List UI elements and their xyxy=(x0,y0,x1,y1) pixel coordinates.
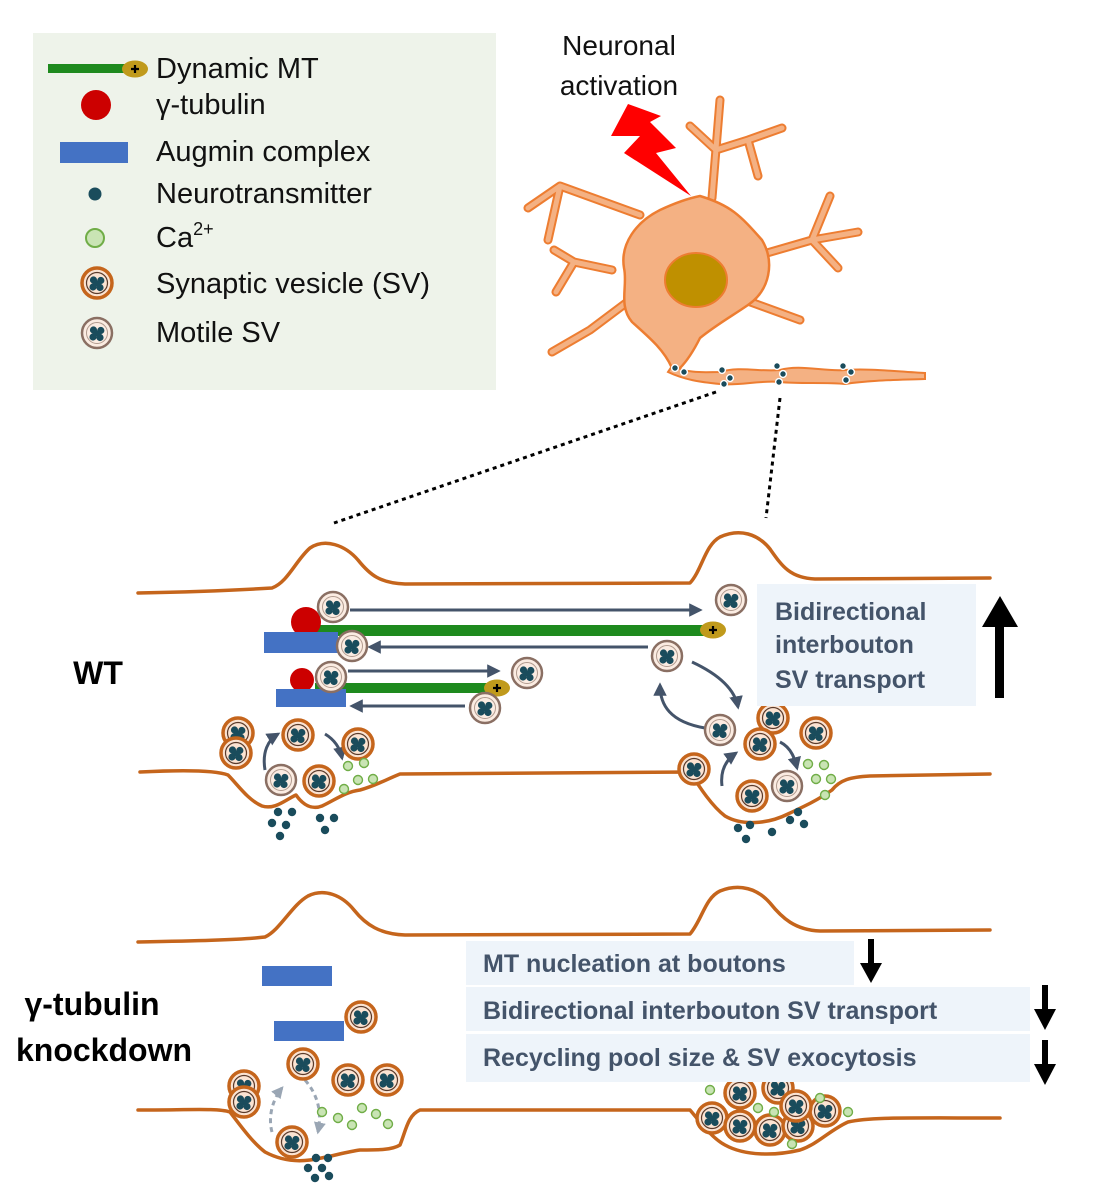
augmin-complex-icon xyxy=(60,142,128,163)
wt-augmin-2 xyxy=(276,689,346,707)
kd-effect-row-1-bg xyxy=(466,941,854,985)
wt-panel: WT xyxy=(73,531,1018,844)
wt-membrane-top xyxy=(136,531,992,595)
kd-membrane-bottom xyxy=(136,1107,1002,1163)
neuron-dendrites-inner xyxy=(525,97,861,355)
legend-label-augmin: Augmin complex xyxy=(156,136,371,168)
kd-effect-1: MT nucleation at boutons xyxy=(483,950,786,978)
legend-label-synaptic-vesicle: Synaptic vesicle (SV) xyxy=(156,268,430,300)
legend-label-calcium: Ca2+ xyxy=(156,219,214,254)
knockdown-panel: γ-tubulin knockdown xyxy=(16,885,1056,1183)
kd-effect-2: Bidirectional interbouton SV transport xyxy=(483,997,938,1025)
legend-label-motile-sv: Motile SV xyxy=(156,317,281,349)
wt-microtubule-short xyxy=(315,683,497,693)
legend-label-dynamic-mt: Dynamic MT xyxy=(156,53,319,85)
calcium-icon xyxy=(85,228,105,248)
wt-transport-arrows xyxy=(262,603,801,787)
kd-neurotransmitters xyxy=(303,1153,334,1183)
down-arrow-icon-2 xyxy=(1034,985,1056,1030)
wt-microtubule-long xyxy=(305,625,715,636)
wt-augmin-1 xyxy=(264,632,338,653)
kd-effect-row-3-bg xyxy=(466,1034,1030,1082)
neurotransmitter-icon xyxy=(88,187,102,201)
down-arrow-icon-3 xyxy=(1034,1040,1056,1085)
wt-info-line-3: SV transport xyxy=(775,666,926,694)
wt-synaptic-vesicles xyxy=(219,701,833,813)
kd-effect-3: Recycling pool size & SV exocytosis xyxy=(483,1044,916,1072)
dynamic-mt-icon xyxy=(48,59,150,79)
zoom-line-right xyxy=(764,397,782,519)
kd-synaptic-vesicles-right xyxy=(695,1071,842,1147)
wt-gamma-tubulin-2 xyxy=(290,668,314,692)
wt-gamma-tubulin-1 xyxy=(291,607,321,637)
synaptic-vesicle-icon xyxy=(80,266,114,300)
kd-membrane-top xyxy=(136,885,992,944)
legend-label-neurotransmitter: Neurotransmitter xyxy=(156,178,372,210)
kd-augmin-1 xyxy=(262,966,332,986)
activation-label-line2: activation xyxy=(560,70,678,101)
wt-info-box xyxy=(757,584,976,706)
neuron-axon xyxy=(666,364,926,386)
neuron-nucleus xyxy=(664,252,728,308)
kd-augmin-2 xyxy=(274,1021,344,1041)
legend-label-gamma-tubulin: γ-tubulin xyxy=(156,89,266,121)
lightning-bolt-icon xyxy=(611,104,691,196)
up-arrow-icon xyxy=(982,596,1018,698)
wt-info-line-2: interbouton xyxy=(775,631,914,659)
wt-label: WT xyxy=(73,655,123,691)
motile-sv-icon xyxy=(80,316,114,350)
knockdown-label-line1: γ-tubulin xyxy=(24,986,159,1022)
kd-effect-row-2-bg xyxy=(466,987,1030,1031)
down-arrow-icon-1 xyxy=(860,939,882,983)
zoom-line-left xyxy=(333,390,717,525)
gamma-tubulin-icon xyxy=(81,90,111,120)
wt-neurotransmitters xyxy=(267,807,809,844)
kd-dashed-arrows xyxy=(268,1079,326,1135)
neuron: Neuronal activation xyxy=(333,30,926,525)
axon-vesicles xyxy=(670,361,856,389)
wt-info-line-1: Bidirectional xyxy=(775,598,926,626)
legend: Dynamic MT γ-tubulin Augmin complex Neur… xyxy=(33,33,496,390)
activation-label-line1: Neuronal xyxy=(562,30,676,61)
knockdown-label-line2: knockdown xyxy=(16,1032,192,1068)
wt-plus-end xyxy=(698,620,728,640)
wt-membrane-bottom xyxy=(138,769,992,825)
